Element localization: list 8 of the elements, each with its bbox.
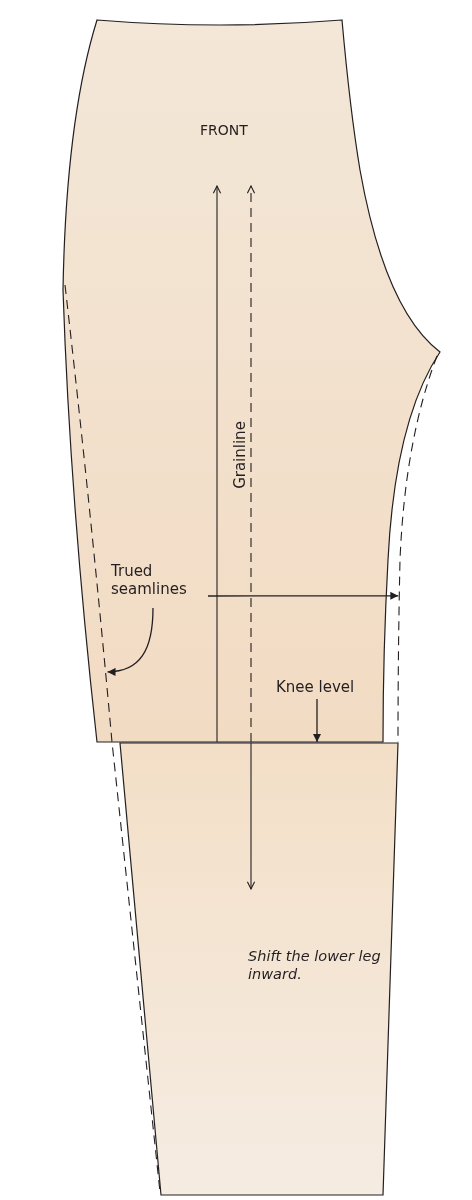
piece-label: FRONT (200, 121, 249, 139)
instruction-note: Shift the lower leg inward. (248, 947, 382, 983)
leader-line (106, 607, 154, 676)
leader-line (207, 591, 399, 600)
leader-line (313, 698, 321, 743)
grainline-label: Grainline (230, 421, 249, 489)
callout-label: Knee level (276, 678, 356, 696)
callout-label: Trued seamlines (111, 562, 188, 598)
